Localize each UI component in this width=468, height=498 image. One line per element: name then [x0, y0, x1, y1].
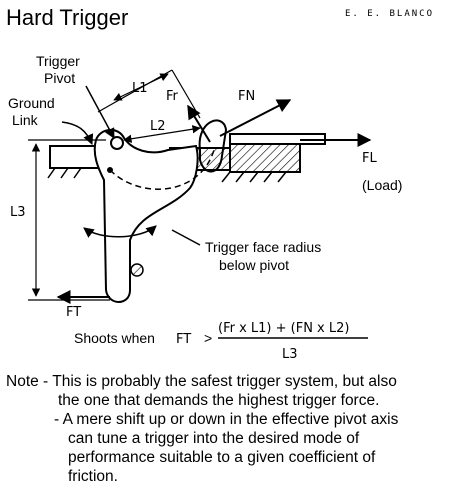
trigger-mechanism-diagram: Trigger Pivot Ground Link L1 L2 L3 Fr FN…: [8, 53, 402, 362]
note-line-3: - A mere shift up or down in the effecti…: [54, 411, 399, 428]
note-line-4: can tune a trigger into the desired mode…: [68, 430, 360, 447]
notes-block: Note - This is probably the safest trigg…: [6, 372, 464, 486]
label-pivot: Pivot: [44, 70, 75, 86]
trigger-pivot: [110, 136, 124, 150]
fn-arrow: [219, 99, 292, 137]
formula-denominator: L3: [282, 347, 298, 362]
l1-dimension: [97, 69, 201, 119]
trigger-body: [93, 129, 199, 303]
rotation-arrow: [83, 225, 157, 238]
label-ground: Ground: [8, 95, 55, 111]
firing-formula: Shoots when FT > (Fr x L1) + (FN x L2) L…: [74, 321, 368, 362]
note-line-2: the one that demands the highest trigger…: [58, 392, 380, 409]
fr-arrow: [187, 104, 211, 143]
label-trigger: Trigger: [36, 53, 80, 69]
formula-numerator: (Fr x L1) + (FN x L2): [218, 321, 349, 336]
note-line-1: Note - This is probably the safest trigg…: [6, 373, 397, 390]
label-link: Link: [12, 112, 39, 128]
label-load: (Load): [362, 177, 402, 193]
label-l2: L2: [150, 119, 166, 134]
formula-op: >: [204, 330, 212, 346]
label-fn: FN: [238, 89, 255, 104]
label-fl: FL: [362, 151, 377, 166]
note-line-6: friction.: [68, 468, 118, 485]
label-face-radius-1: Trigger face radius: [205, 239, 321, 255]
formula-prefix: Shoots when: [74, 330, 155, 346]
stop-pin: [130, 263, 144, 277]
label-l1: L1: [132, 81, 148, 96]
label-l3: L3: [10, 205, 26, 220]
label-ft: FT: [66, 305, 81, 320]
note-line-5: performance suitable to a given coeffici…: [68, 449, 376, 466]
formula-lhs: FT: [176, 332, 191, 347]
label-face-radius-2: below pivot: [219, 257, 289, 273]
face-radius-arc: [109, 149, 215, 190]
label-fr: Fr: [166, 89, 179, 104]
diagram-title: Hard Trigger: [6, 5, 129, 30]
author-signature: E. E. BLANCO: [345, 9, 435, 19]
